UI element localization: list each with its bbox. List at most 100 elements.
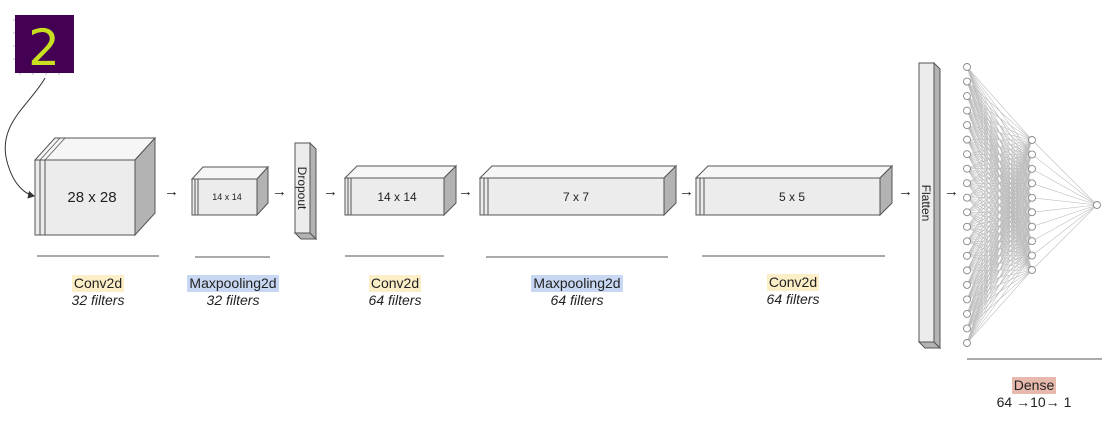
dense-node-layer-1 bbox=[963, 266, 971, 275]
arrow-dropout-conv2: → bbox=[323, 183, 338, 200]
dense-edge bbox=[966, 139, 1033, 300]
dense-edge bbox=[966, 139, 1033, 286]
dense-edge bbox=[1031, 204, 1098, 227]
arrow-conv2-pool2: → bbox=[458, 183, 473, 200]
dense-node-layer-1 bbox=[963, 63, 971, 71]
dense-node-layer-1 bbox=[963, 339, 971, 347]
dense-edge bbox=[966, 139, 1033, 256]
dense-node-layer-2 bbox=[1028, 164, 1036, 173]
layer-name: Maxpooling2d bbox=[531, 275, 623, 292]
arrow-conv3-flatten: → bbox=[898, 183, 913, 200]
dense-edge bbox=[966, 139, 1033, 329]
dense-edge bbox=[1031, 197, 1098, 206]
dense-node-layer-3 bbox=[1093, 201, 1101, 209]
flatten-label: Flatten bbox=[919, 185, 933, 222]
dense-node-layer-2 bbox=[1028, 136, 1036, 144]
pool1-block: 14 x 14 bbox=[190, 165, 270, 217]
dense-edge bbox=[966, 66, 1033, 141]
dense-node-layer-1 bbox=[963, 324, 971, 333]
dense-edge bbox=[966, 269, 1033, 344]
dense-node-layer-1 bbox=[963, 280, 971, 289]
dense-edge bbox=[966, 139, 1033, 155]
dense-node-layer-2 bbox=[1028, 251, 1036, 260]
layer-label-conv1: Conv2d 32 filters bbox=[38, 275, 158, 309]
layer-label-dense: Dense 64 →10→ 1 bbox=[984, 377, 1084, 411]
layer-label-pool1: Maxpooling2d 32 filters bbox=[178, 275, 288, 309]
dense-edge bbox=[966, 139, 1033, 227]
dense-edge bbox=[1031, 204, 1098, 256]
conv2-face-text: 14 x 14 bbox=[377, 190, 417, 204]
dense-node-layer-1 bbox=[963, 208, 971, 217]
arrow-pool2-conv3: → bbox=[679, 183, 694, 200]
layer-label-conv3: Conv2d 64 filters bbox=[743, 274, 843, 308]
input-digit-image: 2 bbox=[13, 15, 74, 77]
dense-edge bbox=[966, 139, 1033, 242]
dense-edge bbox=[966, 197, 1033, 344]
layer-name: Conv2d bbox=[368, 275, 422, 292]
dense-node-layer-2 bbox=[1028, 237, 1036, 246]
arrow-conv1-pool1: → bbox=[164, 183, 179, 200]
conv1-block: 28 x 28 bbox=[33, 136, 157, 237]
dense-node-layer-1 bbox=[963, 135, 971, 144]
dense-node-layer-1 bbox=[963, 237, 971, 246]
pool2-face-text: 7 x 7 bbox=[563, 190, 589, 204]
dense-node-layer-1 bbox=[963, 150, 971, 159]
dense-edge bbox=[966, 183, 1033, 344]
dense-node-layer-2 bbox=[1028, 266, 1036, 274]
dense-edge bbox=[966, 212, 1033, 344]
dense-edge bbox=[966, 139, 1033, 169]
dense-edge bbox=[966, 139, 1033, 271]
dense-edge bbox=[966, 139, 1033, 315]
input-image-background bbox=[15, 15, 74, 73]
layer-dividers bbox=[37, 255, 1102, 360]
dense-edge bbox=[966, 139, 1033, 198]
flatten-block: Flatten bbox=[917, 61, 942, 350]
input-image-digit: 2 bbox=[28, 19, 60, 77]
dense-node-layer-1 bbox=[963, 77, 971, 86]
conv3-face-text: 5 x 5 bbox=[779, 190, 805, 204]
dense-node-layer-1 bbox=[963, 106, 971, 115]
dense-edge bbox=[1031, 204, 1098, 213]
dense-edge bbox=[966, 226, 1033, 344]
input-image-ticks bbox=[13, 19, 60, 75]
dense-edge bbox=[966, 95, 1033, 141]
dense-node-layer-1 bbox=[963, 295, 971, 304]
dense-node-layer-2 bbox=[1028, 179, 1036, 188]
dense-node-layer-1 bbox=[963, 92, 971, 101]
dense-edge bbox=[966, 255, 1033, 344]
layer-detail: 32 filters bbox=[206, 292, 260, 308]
layer-name: Maxpooling2d bbox=[187, 275, 279, 292]
dense-node-layer-1 bbox=[963, 251, 971, 260]
dense-node-layer-2 bbox=[1028, 208, 1036, 217]
dense-edge bbox=[966, 240, 1033, 344]
dense-edge bbox=[966, 139, 1033, 184]
conv1-face-text: 28 x 28 bbox=[67, 189, 116, 206]
layer-detail: 64 →10→ 1 bbox=[996, 394, 1072, 410]
layer-detail: 32 filters bbox=[71, 292, 125, 308]
dense-node-layer-2 bbox=[1028, 193, 1036, 202]
dense-edge bbox=[966, 124, 1033, 141]
layer-label-conv2: Conv2d 64 filters bbox=[345, 275, 445, 309]
dense-node-layer-1 bbox=[963, 121, 971, 130]
dense-node-layer-2 bbox=[1028, 150, 1036, 159]
dense-node-layer-1 bbox=[963, 193, 971, 202]
dense-edge bbox=[1031, 139, 1098, 206]
layer-detail: 64 filters bbox=[766, 291, 820, 307]
dense-edge bbox=[966, 110, 1033, 141]
dense-edge bbox=[966, 168, 1033, 344]
layer-detail: 64 filters bbox=[550, 292, 604, 308]
dense-edge bbox=[1031, 204, 1098, 271]
pool2-block: 7 x 7 bbox=[478, 164, 678, 217]
conv3-block: 5 x 5 bbox=[694, 164, 894, 217]
dropout-block: Dropout bbox=[293, 141, 318, 241]
dense-edge bbox=[1031, 168, 1098, 206]
dense-node-layer-2 bbox=[1028, 222, 1036, 231]
arrow-flatten-dense: → bbox=[944, 183, 959, 200]
dropout-label: Dropout bbox=[295, 167, 309, 210]
dense-edge bbox=[1031, 204, 1098, 242]
conv2-block: 14 x 14 bbox=[343, 164, 458, 217]
layer-name: Conv2d bbox=[71, 275, 125, 292]
layer-label-pool2: Maxpooling2d 64 filters bbox=[517, 275, 637, 309]
dense-node-layer-1 bbox=[963, 179, 971, 188]
